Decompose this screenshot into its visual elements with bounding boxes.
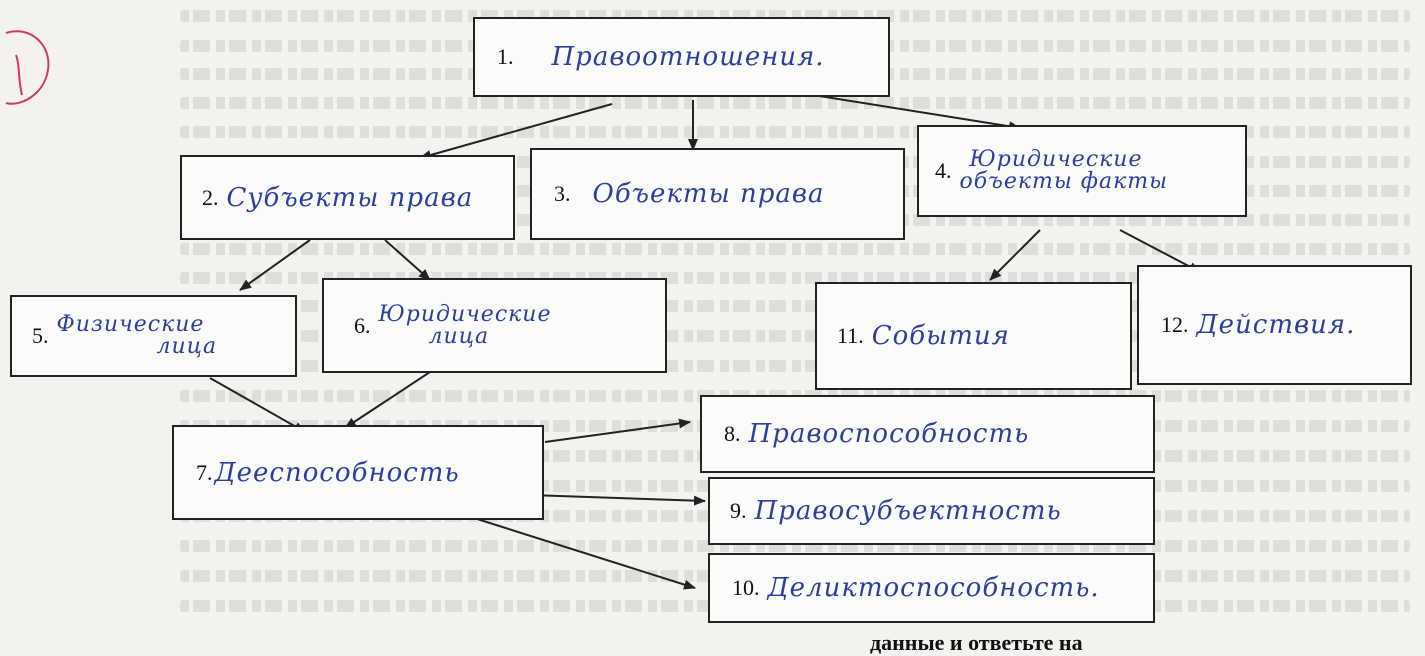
margin-mark: [5, 30, 50, 105]
box-number: 12.: [1161, 312, 1189, 337]
box-number: 6.: [354, 312, 371, 338]
box-natural-persons: 5. Физические лица: [10, 295, 297, 377]
box-label-line2: лица: [156, 334, 218, 359]
box-events: 11. События: [815, 282, 1132, 390]
box-label-line1: Юридические: [969, 147, 1143, 172]
box-tort-capacity: 10. Деликтоспособность.: [708, 553, 1155, 623]
arrow-7-9: [529, 494, 706, 506]
box-label: Правоотношения.: [551, 42, 825, 72]
arrow-5-7: [209, 377, 306, 433]
box-label-line1: Юридические: [378, 301, 552, 327]
box-legal-relations: 1. Правоотношения.: [473, 17, 890, 97]
box-label: Объекты права: [592, 179, 825, 209]
box-label: Деликтоспособность.: [767, 573, 1100, 603]
box-subjects-of-law: 2. Субъекты права: [180, 155, 515, 240]
box-number: 7.: [196, 459, 213, 485]
box-number: 10.: [732, 575, 760, 600]
box-legal-personality: 9. Правосубъектность: [708, 477, 1155, 545]
arrow-1-2: [419, 103, 613, 160]
arrow-7-8: [544, 418, 691, 443]
box-number: 1.: [497, 44, 514, 69]
box-number: 2.: [202, 184, 219, 210]
box-number: 4.: [935, 158, 952, 183]
arrow-1-4: [812, 94, 1021, 132]
arrow-7-10: [454, 511, 696, 590]
arrow-2-5: [239, 239, 311, 291]
partial-instruction-text: данные и ответьте на: [870, 630, 1083, 655]
box-label-line2: лица: [428, 323, 490, 349]
box-actions: 12. Действия.: [1137, 265, 1412, 385]
arrow-6-7: [344, 371, 431, 429]
box-label: Правоспособность: [748, 419, 1030, 449]
box-number: 11.: [837, 323, 864, 348]
arrow-2-6: [384, 239, 431, 281]
box-number: 3.: [554, 181, 571, 206]
box-legal-entities: 6. Юридические лица: [322, 278, 667, 373]
box-label-line1: Физические: [56, 312, 205, 337]
box-legal-capacity-active: 7. Дееспособность: [172, 425, 544, 520]
box-label-line2: объекты факты: [959, 169, 1169, 194]
box-label: События: [871, 321, 1010, 351]
arrow-4-11: [989, 229, 1041, 281]
box-label: Юридические лица: [378, 301, 552, 349]
box-label: Действия.: [1196, 310, 1356, 340]
box-label: Правосубъектность: [754, 496, 1062, 526]
box-objects-of-law: 3. Объекты права: [530, 148, 905, 240]
box-legal-capacity: 8. Правоспособность: [700, 395, 1155, 473]
box-number: 9.: [730, 498, 747, 523]
box-label: Дееспособность: [214, 457, 460, 488]
box-label: Юридические объекты факты: [960, 149, 1169, 193]
box-number: 5.: [32, 323, 49, 348]
box-label: Субъекты права: [226, 182, 474, 213]
box-label: Физические лица: [57, 314, 218, 358]
box-legal-facts: 4. Юридические объекты факты: [917, 125, 1247, 217]
box-number: 8.: [724, 421, 741, 446]
